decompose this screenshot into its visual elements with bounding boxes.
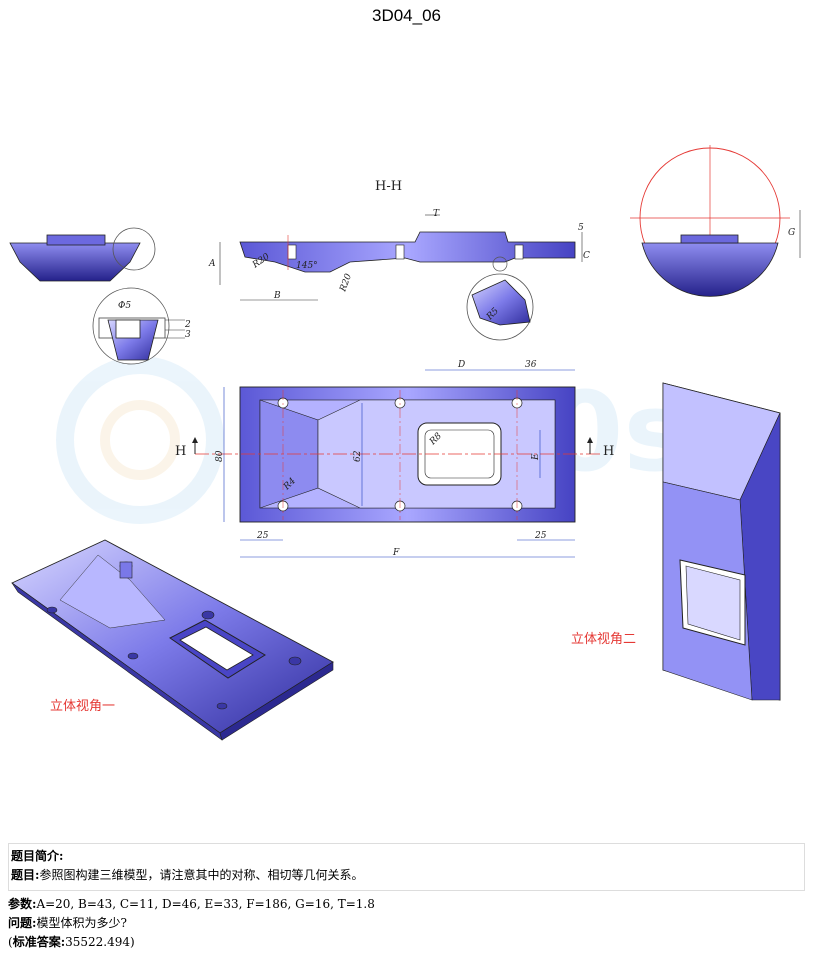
answer-open: (	[8, 935, 13, 949]
detail-view-phi5: Φ5 2 3	[92, 287, 191, 365]
dim-5: 5	[578, 223, 584, 233]
intro-box: 题目简介: 题目:参照图构建三维模型，请注意其中的对称、相切等几何关系。	[8, 843, 805, 891]
dim-62: 62	[353, 450, 363, 462]
cut-mark-left: H	[175, 444, 186, 459]
top-view: D 36 80 62 E R8 R4 25 25 F	[195, 360, 600, 558]
section-label: H-H	[375, 179, 402, 194]
dim-A: A	[208, 259, 216, 269]
answer-text: 35522.494)	[65, 935, 135, 949]
end-view-left	[9, 227, 156, 282]
ask-label: 问题:	[8, 916, 37, 930]
dim-E: E	[531, 453, 541, 461]
view-label-two: 立体视角二	[571, 632, 636, 647]
cut-mark-right: H	[603, 444, 614, 459]
dim-r20-right: R20	[338, 272, 354, 294]
dim-80: 80	[215, 450, 225, 462]
answer-label: 标准答案:	[12, 935, 66, 949]
iso-view-two	[662, 382, 781, 701]
dim-G: G	[788, 228, 795, 238]
intro-label: 题目简介:	[11, 849, 64, 863]
detail-view-r5: R5	[466, 256, 534, 341]
params-label: 参数:	[8, 897, 37, 911]
dim-phi5: Φ5	[118, 301, 131, 311]
dim-2: 2	[184, 320, 191, 330]
end-view-right: G	[630, 145, 801, 297]
dim-25-right: 25	[534, 531, 547, 541]
params-text: A=20, B=43, C=11, D=46, E=33, F=186, G=1…	[36, 897, 375, 911]
dim-C: C	[583, 251, 590, 261]
technical-drawing: ZTH0s Φ5 2 3 H-H A B C T 5 R20 14	[9, 145, 801, 741]
problem-panel: 题目简介: 题目:参照图构建三维模型，请注意其中的对称、相切等几何关系。 参数:…	[8, 843, 805, 952]
dim-F: F	[392, 548, 400, 558]
dim-angle-145: 145°	[296, 261, 318, 271]
ask-text: 模型体积为多少?	[36, 916, 127, 930]
question-text: 参照图构建三维模型，请注意其中的对称、相切等几何关系。	[39, 868, 364, 882]
dim-25-left: 25	[256, 531, 269, 541]
drawing-title: 3D04_06	[371, 6, 441, 25]
cut-plane-marks: H H	[175, 437, 614, 459]
dim-36: 36	[525, 360, 537, 370]
view-label-one: 立体视角一	[50, 699, 115, 714]
section-view-hh: A B C T 5 R20 145° R20	[208, 209, 590, 301]
question-label: 题目:	[11, 868, 40, 882]
dim-T: T	[433, 209, 440, 219]
dim-B: B	[273, 291, 281, 301]
dim-D: D	[457, 360, 465, 370]
iso-view-one	[11, 539, 334, 741]
dim-3: 3	[185, 330, 191, 340]
